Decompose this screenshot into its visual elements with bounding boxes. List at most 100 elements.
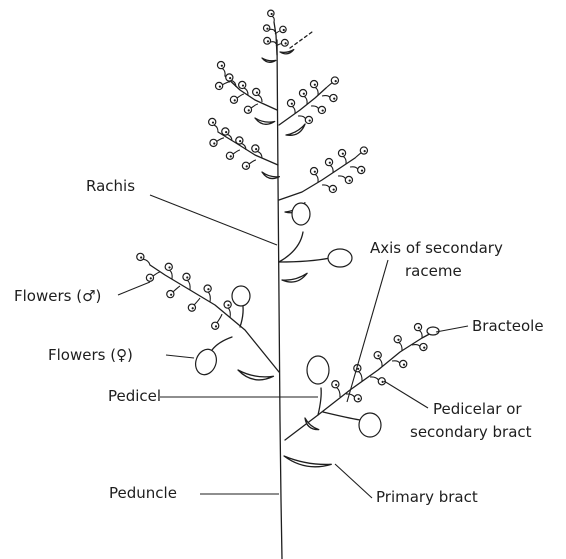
raceme-middle-right-flower-l3-bud-center (364, 150, 366, 152)
raceme-middle-right-flower-l0-pedicel (315, 174, 318, 182)
female-flower-left-upper (232, 286, 250, 306)
raceme-lower-right-flower-l3-pedicel (399, 343, 402, 351)
raceme-upper-left-flower-l3-pedicel (222, 68, 225, 76)
leader-flowers-female (166, 355, 194, 358)
raceme-middle-left-flower-l3-pedicel (214, 125, 218, 132)
leader-bracteole (436, 326, 468, 332)
raceme-apex-flower-l2-pedicel (272, 16, 274, 22)
raceme-upper-right-flower-l2-pedicel (315, 87, 318, 95)
label-pedicelar-bract: Pedicelar or (433, 400, 522, 418)
bract-apex-left (261, 58, 275, 63)
raceme-lower-right-flower-r2-bud-center (403, 364, 405, 366)
raceme-middle-left-axis (218, 132, 278, 165)
raceme-lower-right-flower-r1-bud-center (382, 381, 384, 383)
female-flower-lower-right2 (359, 413, 381, 437)
female-pedicel-right (279, 258, 330, 262)
raceme-middle-right-flower-l1-bud-center (329, 162, 331, 164)
label-flowers-female: Flowers (♀) (48, 346, 133, 364)
raceme-lower-left-flower-l4-bud-center (140, 256, 142, 258)
raceme-lower-left-flower-l2-bud-center (186, 276, 188, 278)
raceme-lower-right-flower-r3-bud-center (423, 347, 425, 349)
raceme-lower-left-flower-r2-bud-center (170, 294, 172, 296)
raceme-middle-right-flower-l2-bud-center (342, 153, 344, 155)
bract-female-mid (282, 273, 308, 285)
main-rachis-stem (277, 40, 282, 559)
label-primary-bract: Primary bract (376, 488, 478, 506)
raceme-lower-right-flower-l0-bud-center (335, 384, 337, 386)
raceme-upper-left-flower-l1-bud-center (242, 84, 244, 86)
raceme-lower-left-flower-l4-pedicel (143, 259, 150, 265)
female-pedicel-left-lower (212, 337, 232, 350)
label-axis-secondary-raceme: Axis of secondary (370, 239, 503, 257)
raceme-upper-right-flower-r0-bud-center (309, 119, 311, 121)
raceme-lower-right-flower-r2-pedicel (392, 361, 400, 363)
label-rachis: Rachis (86, 177, 135, 195)
leader-pedicelar-bract (384, 381, 428, 408)
raceme-lower-left-flower-l1-bud-center (207, 288, 209, 290)
raceme-upper-left-flower-r1-bud-center (234, 99, 236, 101)
raceme-upper-right-flower-r1-pedicel (311, 106, 319, 109)
bract-lower-left (237, 370, 274, 383)
raceme-middle-right-flower-l0-bud-center (314, 171, 316, 173)
raceme-middle-right-flower-r1-pedicel (338, 176, 346, 179)
raceme-lower-right-flower-l1-pedicel (359, 372, 362, 381)
raceme-upper-right-flower-l2-bud-center (314, 84, 316, 86)
raceme-apex-flower-r1-bud-center (283, 29, 285, 31)
raceme-lower-right-flower-l0-pedicel (337, 388, 340, 397)
raceme-lower-left-flower-r3-pedicel (153, 272, 160, 276)
raceme-apex-flower-l0-pedicel (270, 42, 276, 44)
raceme-upper-left-flower-l3-bud-center (221, 65, 223, 67)
raceme-apex-flower-l0-bud-center (267, 40, 269, 42)
raceme-middle-left-flower-l3-bud-center (212, 121, 214, 123)
raceme-lower-right-flower-r1-pedicel (370, 377, 378, 380)
raceme-upper-right-flower-l1-bud-center (303, 93, 305, 95)
raceme-middle-right-flower-l3-pedicel (355, 153, 361, 158)
raceme-middle-left-flower-r0-bud-center (246, 165, 248, 167)
raceme-middle-right-axis (279, 158, 355, 200)
raceme-lower-left-flower-l3-bud-center (168, 266, 170, 268)
bract-apex-right (280, 50, 294, 55)
raceme-lower-left-flower-r1-bud-center (192, 307, 194, 309)
raceme-upper-left-flower-r1-pedicel (237, 94, 244, 98)
raceme-upper-right-flower-l3-bud-center (335, 80, 337, 82)
bract-upper-right (286, 124, 307, 139)
apical-dashed-tip (290, 32, 312, 48)
raceme-lower-right-flower-l2-pedicel (379, 359, 382, 367)
plant-drawing (137, 10, 439, 559)
primary-bract (283, 456, 331, 470)
raceme-middle-left-flower-r0-pedicel (249, 160, 256, 164)
raceme-upper-left-flower-l0-bud-center (256, 91, 258, 93)
raceme-lower-right-flower-r0-pedicel (346, 394, 354, 397)
raceme-upper-left-flower-r2-bud-center (219, 85, 221, 87)
raceme-lower-right-flower-l4-pedicel (419, 330, 422, 338)
raceme-upper-right-flower-r2-pedicel (322, 96, 330, 98)
raceme-middle-right-flower-r2-bud-center (361, 170, 363, 172)
raceme-middle-right-flower-r0-pedicel (322, 185, 330, 188)
label-axis-secondary-raceme-line2: raceme (405, 262, 462, 280)
female-flower-upper (292, 203, 310, 225)
bract-upper-left (254, 118, 274, 126)
raceme-middle-left-flower-r1-pedicel (233, 150, 240, 154)
raceme-apex-axis (274, 22, 277, 55)
female-flower-lower-right (307, 356, 329, 384)
raceme-upper-left-flower-r2-pedicel (222, 82, 230, 85)
raceme-upper-right-flower-r2-bud-center (333, 98, 335, 100)
raceme-lower-left-flower-r1-pedicel (194, 298, 200, 305)
raceme-middle-right-flower-r0-bud-center (333, 188, 335, 190)
raceme-upper-left-flower-l2-bud-center (229, 77, 231, 79)
raceme-lower-left-flower-r3-bud-center (150, 277, 152, 279)
raceme-upper-right-flower-l0-bud-center (291, 103, 293, 105)
raceme-lower-right-flower-l4-bud-center (418, 327, 420, 329)
female-pedicel-lower-right (318, 388, 321, 415)
raceme-middle-left-flower-r2-bud-center (213, 142, 215, 144)
raceme-lower-right-flower-l3-bud-center (397, 339, 399, 341)
raceme-middle-left-flower-r2-pedicel (217, 138, 224, 141)
raceme-lower-left-flower-r0-bud-center (215, 325, 217, 327)
label-bracteole: Bracteole (472, 317, 544, 335)
female-pedicel-upper (279, 232, 303, 262)
raceme-lower-right-flower-l2-bud-center (377, 355, 379, 357)
raceme-apex-flower-l1-pedicel (270, 29, 275, 32)
raceme-lower-left-flower-r2-pedicel (173, 286, 180, 292)
bract-middle-left (261, 172, 279, 181)
raceme-upper-right-flower-l0-pedicel (292, 106, 295, 114)
